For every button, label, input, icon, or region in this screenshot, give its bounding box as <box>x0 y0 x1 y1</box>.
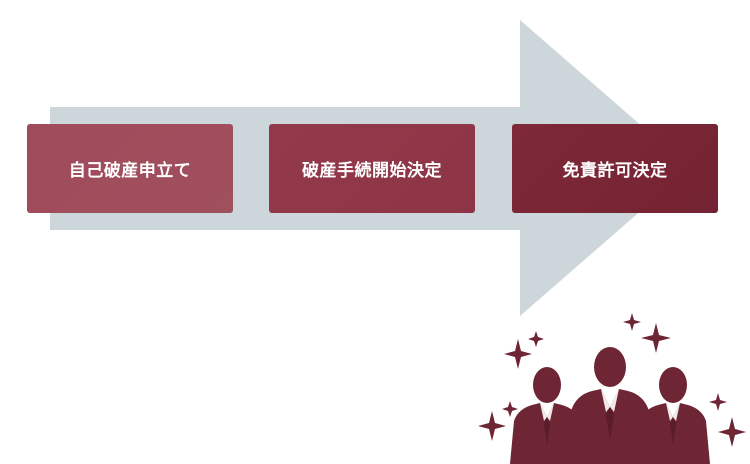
step-bankruptcy-commencement-decision: 破産手続開始決定 <box>269 124 475 213</box>
step-self-bankruptcy-filing: 自己破産申立て <box>27 124 233 213</box>
sparkle-icon <box>528 331 544 347</box>
sparkle-icon <box>718 417 746 447</box>
step-discharge-permission-decision: 免責許可決定 <box>512 124 718 213</box>
person-silhouette <box>566 347 654 464</box>
sparkle-icon <box>709 393 727 411</box>
sparkle-icon <box>623 313 641 331</box>
step-label: 自己破産申立て <box>68 161 192 181</box>
step-label: 破産手続開始決定 <box>302 161 442 181</box>
celebrating-people-icon <box>478 313 746 464</box>
sparkle-icon <box>504 339 532 369</box>
step-label: 免責許可決定 <box>562 161 668 181</box>
sparkle-icon <box>502 401 518 417</box>
sparkle-icon <box>641 323 671 353</box>
sparkle-icon <box>478 411 506 441</box>
